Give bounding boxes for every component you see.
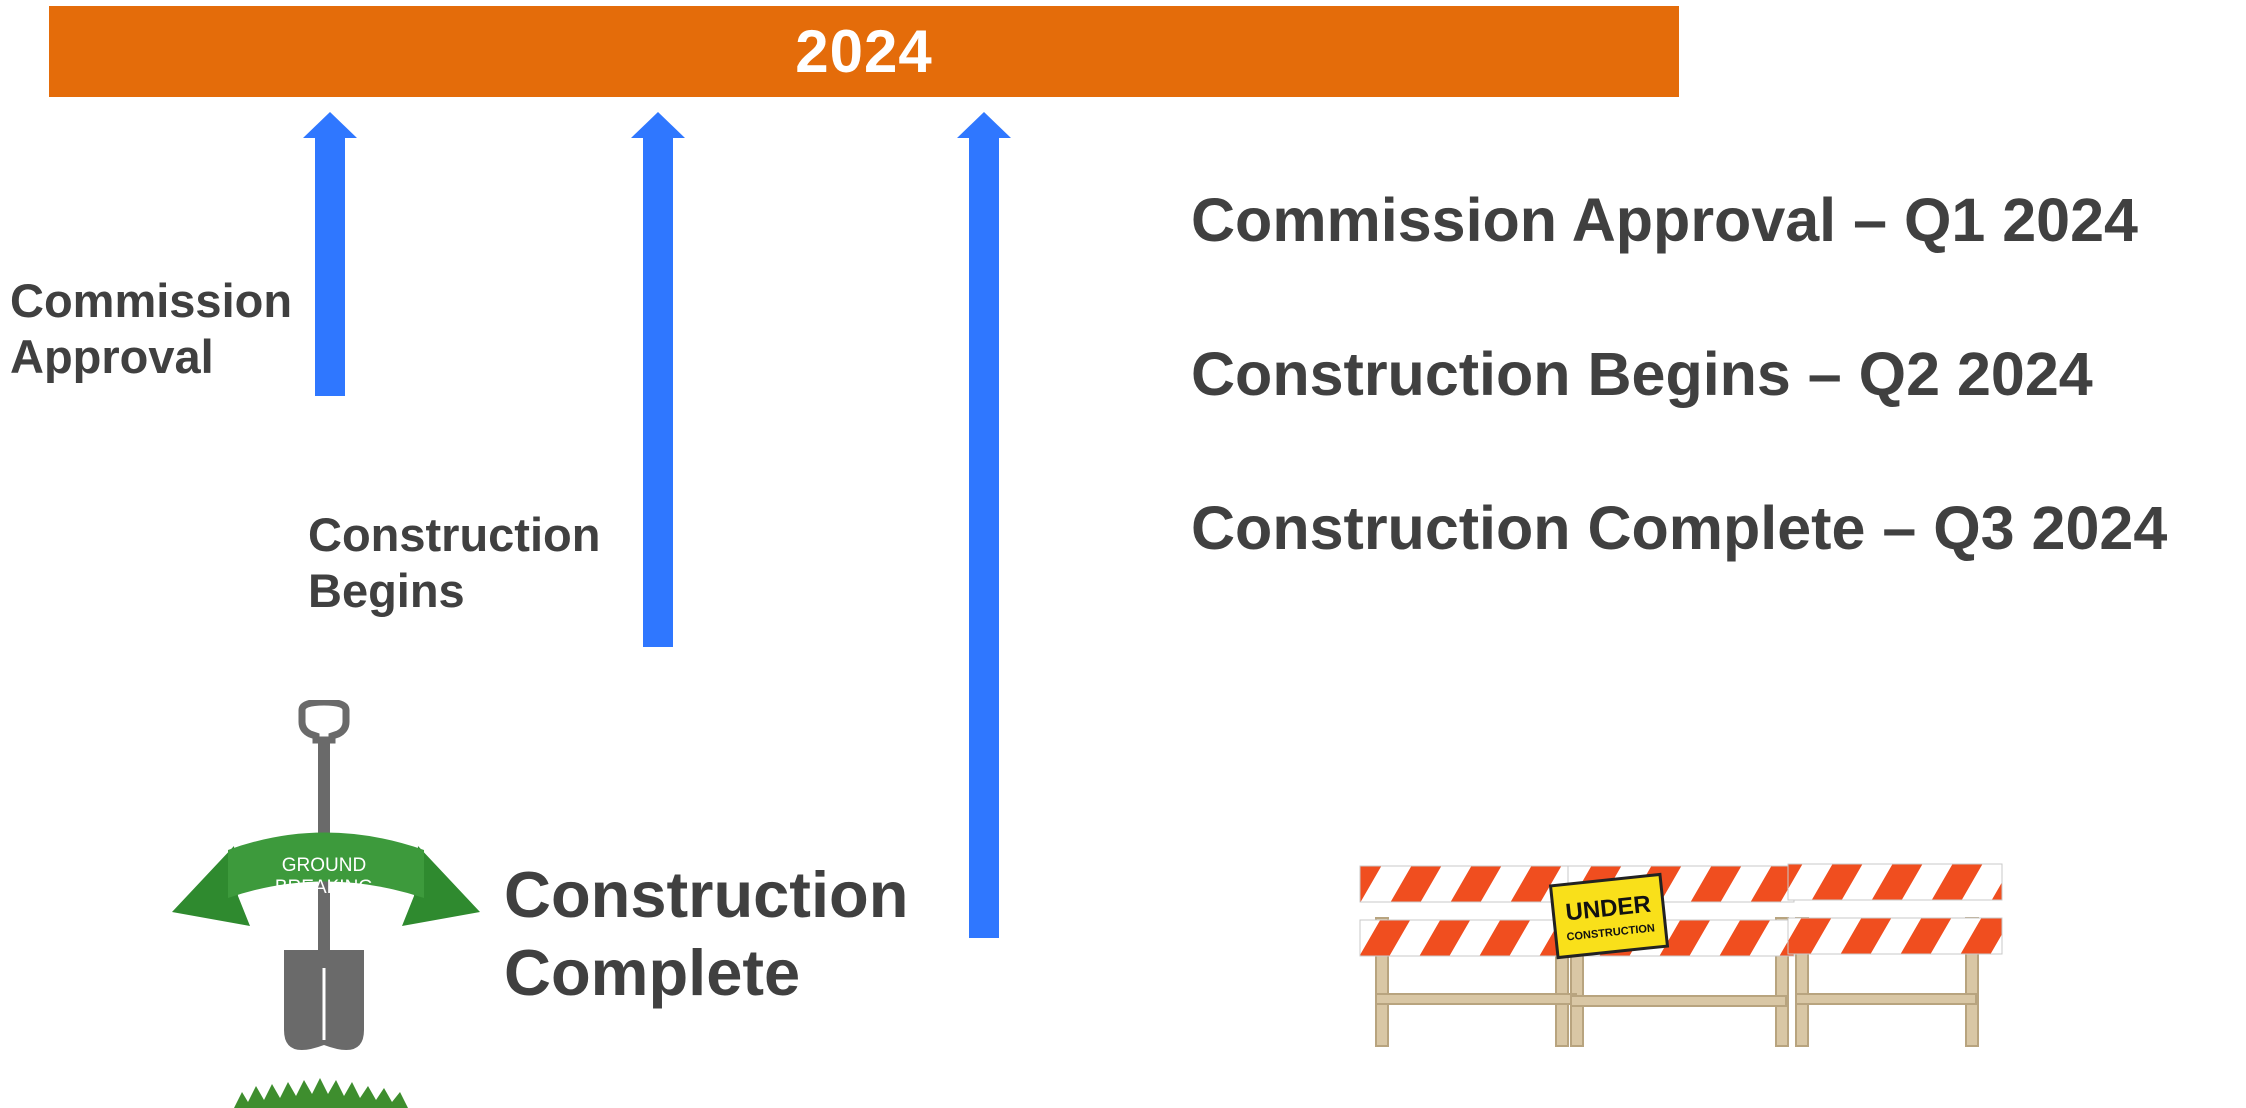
milestone-item: Construction Begins – Q2 2024 <box>1191 340 2093 408</box>
label-line: Begins <box>308 564 465 618</box>
ribbon-text-line-1: GROUND <box>282 855 366 876</box>
label-commission-approval: Commission Approval <box>10 273 292 386</box>
milestone-item: Commission Approval – Q1 2024 <box>1191 186 2138 254</box>
arrow-construction-complete <box>957 112 1011 938</box>
year-bar: 2024 <box>49 6 1679 97</box>
shovel-icon: GROUND BREAKING <box>172 698 482 1108</box>
milestone-list: Commission Approval – Q1 2024 Constructi… <box>1191 180 2241 642</box>
milestone-item: Construction Complete – Q3 2024 <box>1191 494 2168 562</box>
label-line: Construction <box>308 508 601 561</box>
label-line: Approval <box>10 330 214 384</box>
label-construction-complete: Construction Complete <box>504 856 908 1012</box>
label-construction-begins: Construction Begins <box>308 507 600 620</box>
year-label: 2024 <box>795 18 933 85</box>
barricade-icon: UNDER CONSTRUCTION <box>1356 858 2006 1053</box>
ribbon-text-line-2: BREAKING <box>275 877 373 898</box>
label-line: Construction <box>504 858 909 931</box>
label-line: Commission <box>10 274 293 327</box>
arrow-commission-approval <box>303 112 357 396</box>
arrow-construction-begins <box>631 112 685 647</box>
label-line: Complete <box>504 936 801 1009</box>
